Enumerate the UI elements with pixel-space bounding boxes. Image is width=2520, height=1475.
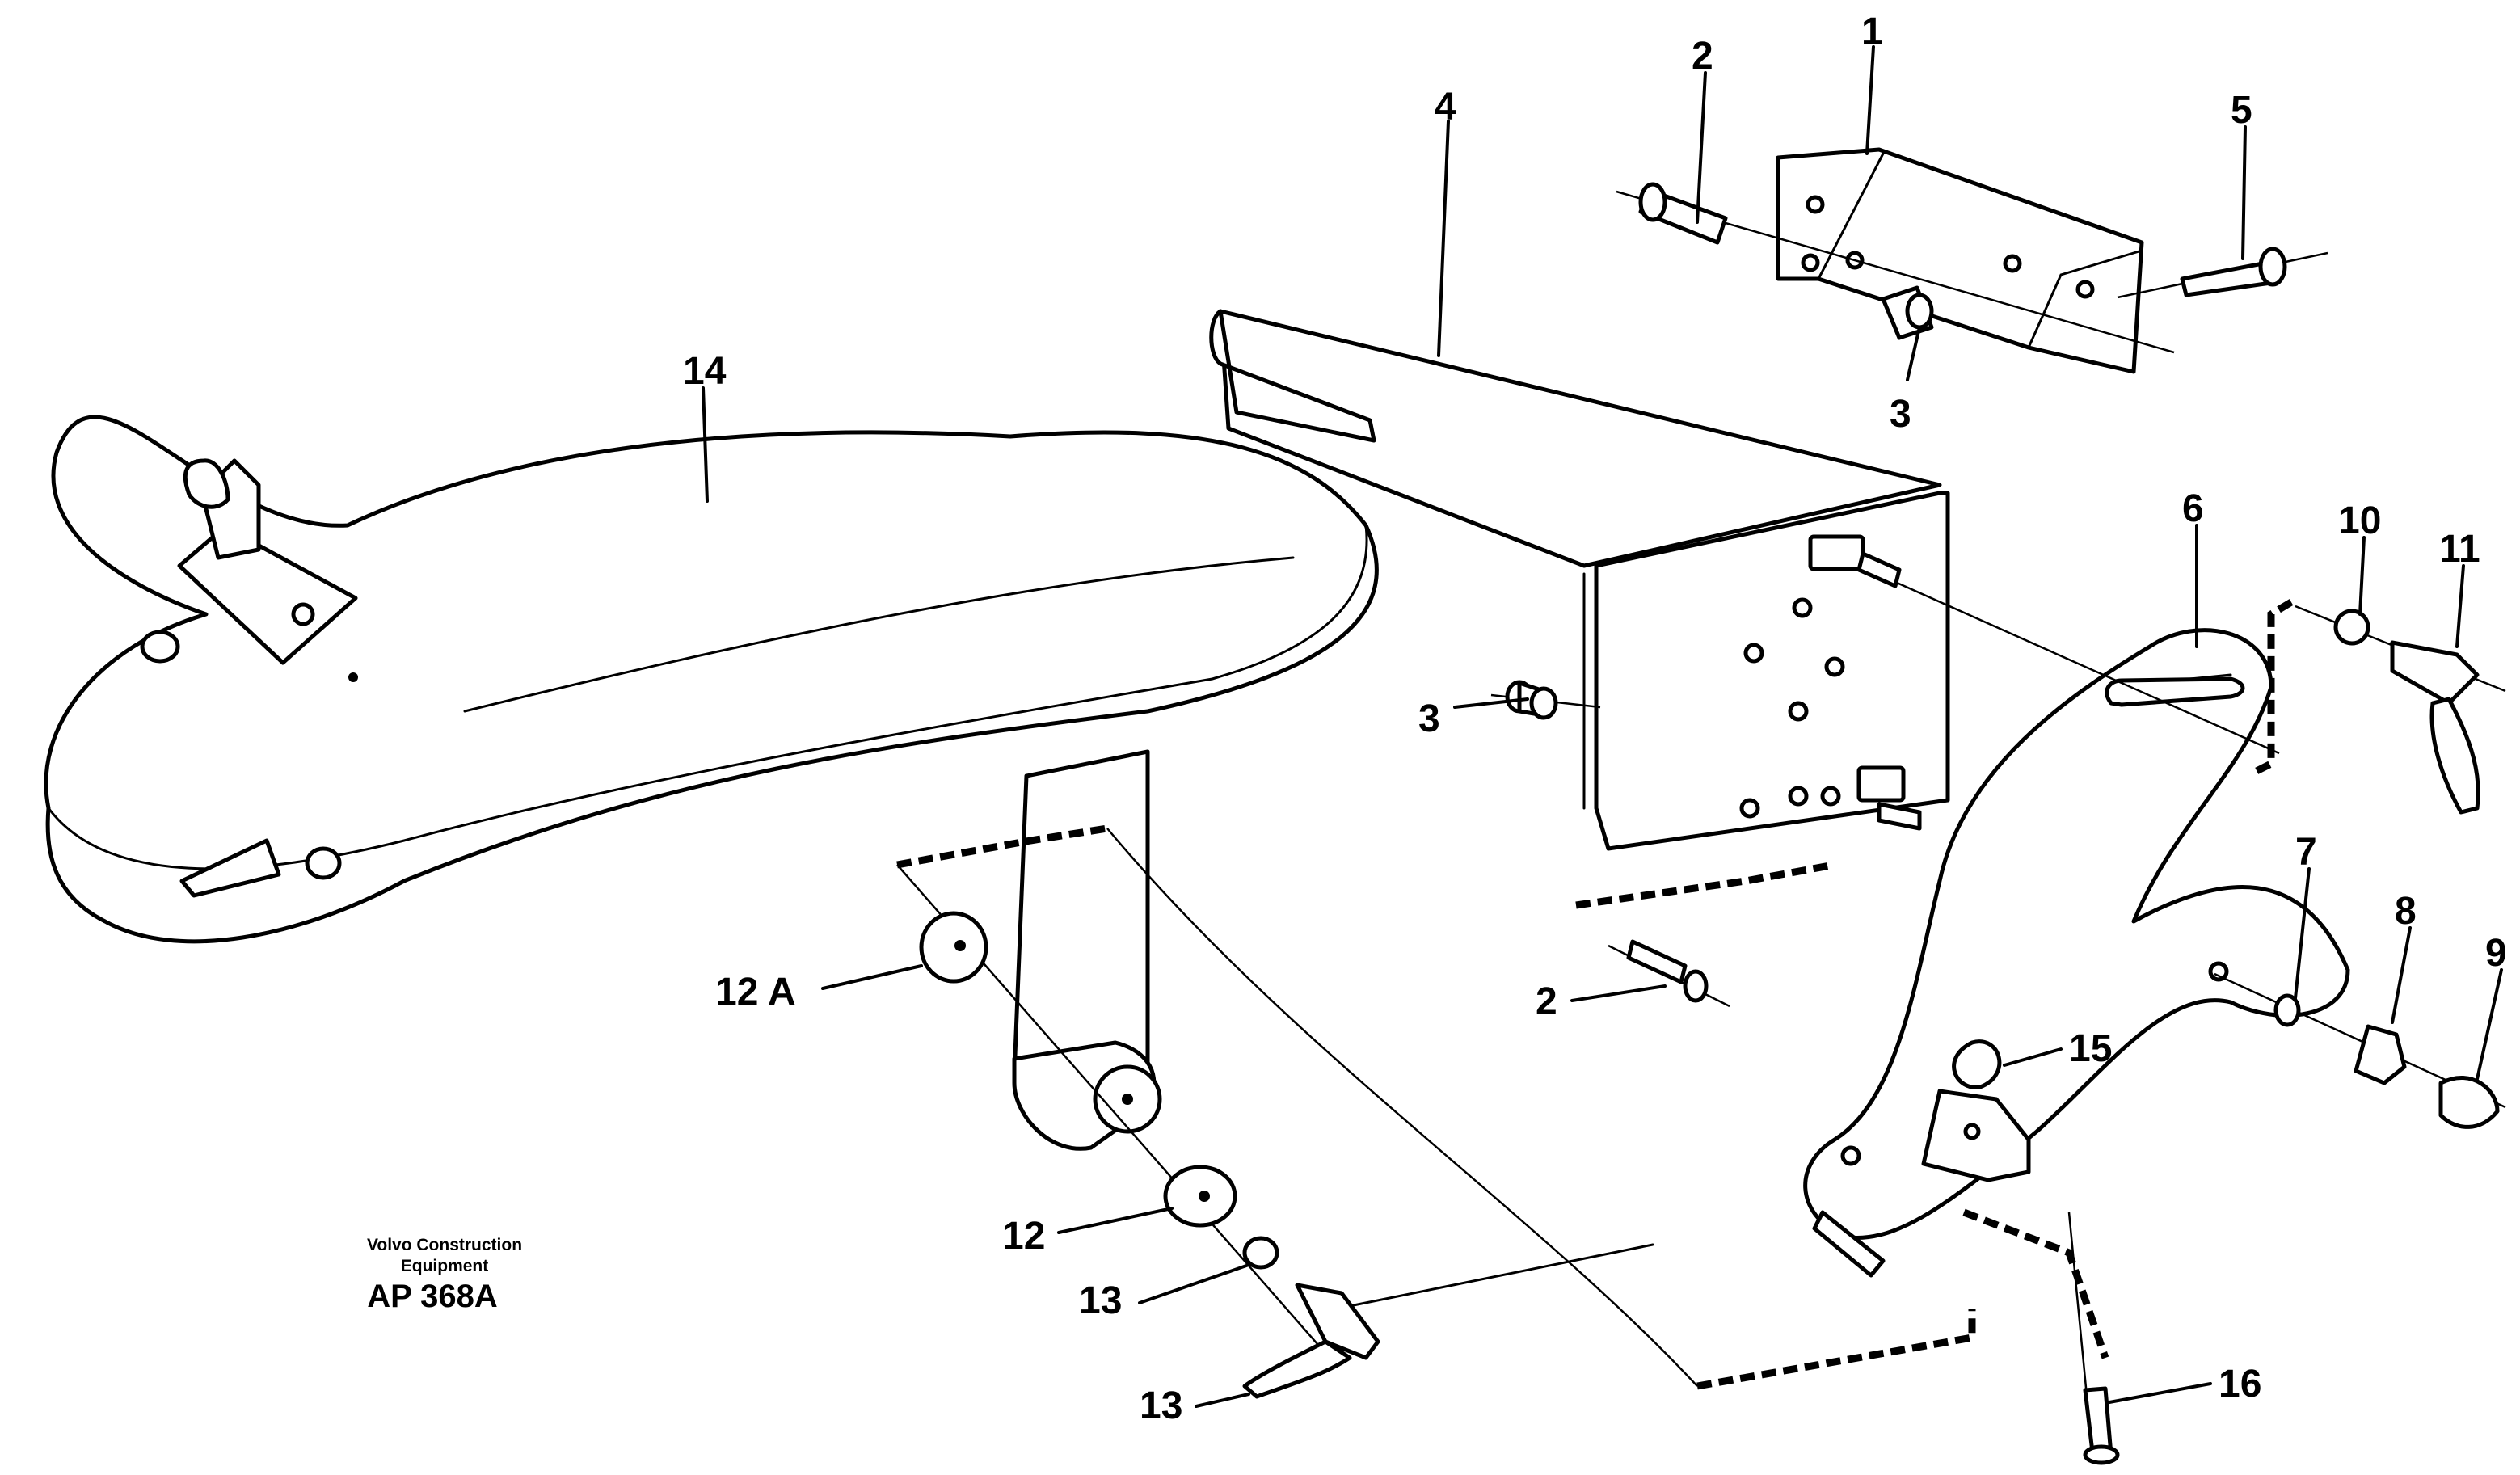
callout-14: 13 — [1140, 1384, 1182, 1427]
fasteners — [896, 182, 2506, 1465]
callout-8: 8 — [2395, 890, 2417, 933]
curved-plate — [1803, 628, 2350, 1240]
callout-6: 6 — [2182, 487, 2204, 530]
bumper-clamp — [1921, 1039, 2031, 1182]
callout-12: 12 — [1002, 1215, 1045, 1258]
callout-2-top: 2 — [1692, 35, 1713, 78]
callout-15: 14 — [683, 350, 727, 393]
caption-company: Volvo Construction — [367, 1236, 522, 1254]
callout-1: 1 — [1861, 11, 1883, 53]
callout-5: 5 — [2231, 89, 2252, 132]
drawing-caption: Volvo Construction Equipment AP 368A — [367, 1236, 522, 1314]
dashed-routing-lines — [896, 599, 2294, 1390]
callout-3-left: 3 — [1418, 697, 1440, 740]
callout-11: 11 — [2439, 528, 2480, 571]
callout-labels: 1 2 5 3 4 3 6 10 11 7 8 9 15 16 2 14 12 … — [683, 11, 2507, 1427]
callout-9: 9 — [2485, 932, 2507, 975]
callout-12a: 12 A — [715, 971, 796, 1014]
callout-17: 16 — [2219, 1363, 2261, 1405]
caption-company-line2: Equipment — [401, 1257, 489, 1275]
callout-13: 13 — [1079, 1279, 1122, 1322]
callout-7: 7 — [2295, 831, 2317, 874]
leader-lines — [702, 45, 2503, 1408]
callout-4: 4 — [1435, 86, 1456, 129]
caption-drawing-code: AP 368A — [367, 1279, 498, 1314]
callout-16: 15 — [2069, 1027, 2112, 1070]
mounting-bracket — [1209, 309, 1950, 1311]
armrest — [44, 415, 1379, 1151]
callout-2-lower: 2 — [1536, 980, 1557, 1023]
angle-bracket — [1776, 147, 2144, 374]
callout-10: 10 — [2338, 499, 2381, 542]
callout-3-top: 3 — [1890, 393, 1911, 436]
